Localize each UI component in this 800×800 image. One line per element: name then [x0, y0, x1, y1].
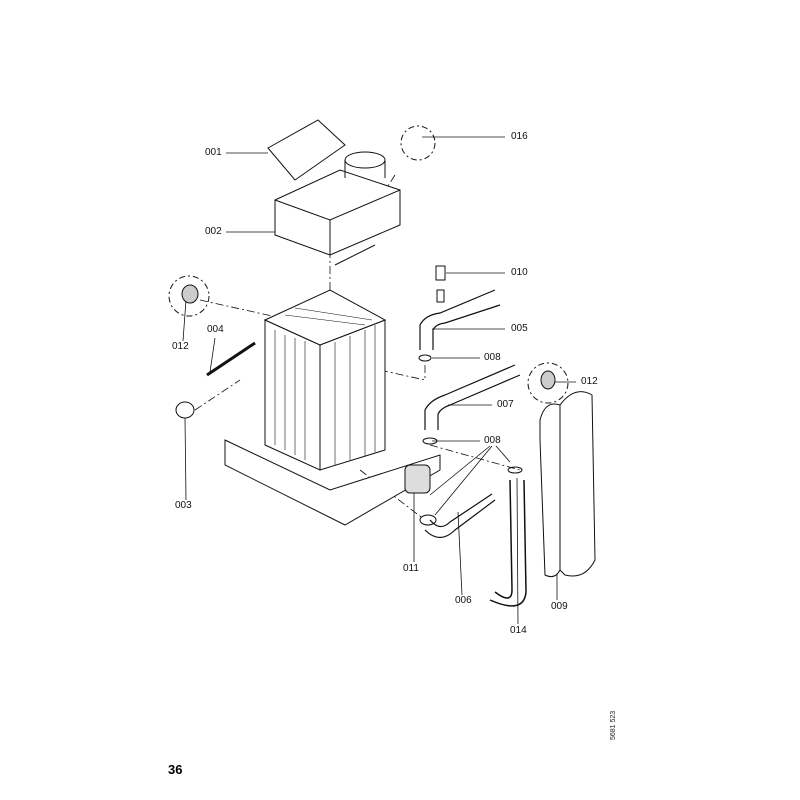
page-number: 36 — [168, 762, 183, 777]
part-010-vent — [435, 265, 446, 303]
part-008-seal-mid — [422, 437, 438, 445]
part-012-left — [181, 284, 199, 304]
part-label-008: 008 — [484, 435, 501, 446]
part-label-001: 001 — [205, 147, 222, 158]
part-007-pipe — [424, 364, 521, 430]
part-006-pipe — [424, 493, 496, 539]
part-012-right — [540, 370, 556, 390]
detail-circle-012-left — [168, 275, 210, 317]
part-label-003: 003 — [175, 500, 192, 511]
part-label-007: 007 — [497, 399, 514, 410]
part-008-seal-top — [418, 354, 432, 362]
part-label-009: 009 — [551, 601, 568, 612]
part-005-pipe — [419, 289, 501, 350]
drawing-code: 5681 523 — [610, 710, 617, 740]
part-004-rod — [206, 341, 256, 377]
detail-circle-016 — [400, 125, 436, 161]
part-011-pump — [404, 464, 437, 526]
part-014-hose — [489, 479, 527, 607]
part-label-014: 014 — [510, 625, 527, 636]
part-001-cover — [267, 119, 346, 181]
part-label-011: 011 — [403, 563, 419, 574]
heat-exchanger — [224, 289, 441, 526]
part-label-004: 004 — [207, 324, 224, 335]
part-label-012: 012 — [581, 376, 598, 387]
leader-lines — [182, 136, 576, 625]
part-label-010: 010 — [511, 267, 528, 278]
part-label-006: 006 — [455, 595, 472, 606]
part-002-flue-hood — [274, 151, 401, 266]
part-label-002: 002 — [205, 226, 222, 237]
part-label-016: 016 — [511, 131, 528, 142]
part-009-vessel — [539, 391, 596, 578]
part-003-plug — [175, 401, 195, 419]
detail-circle-012-right — [527, 362, 569, 404]
part-label-012: 012 — [172, 341, 189, 352]
part-label-008: 008 — [484, 352, 501, 363]
part-label-005: 005 — [511, 323, 528, 334]
